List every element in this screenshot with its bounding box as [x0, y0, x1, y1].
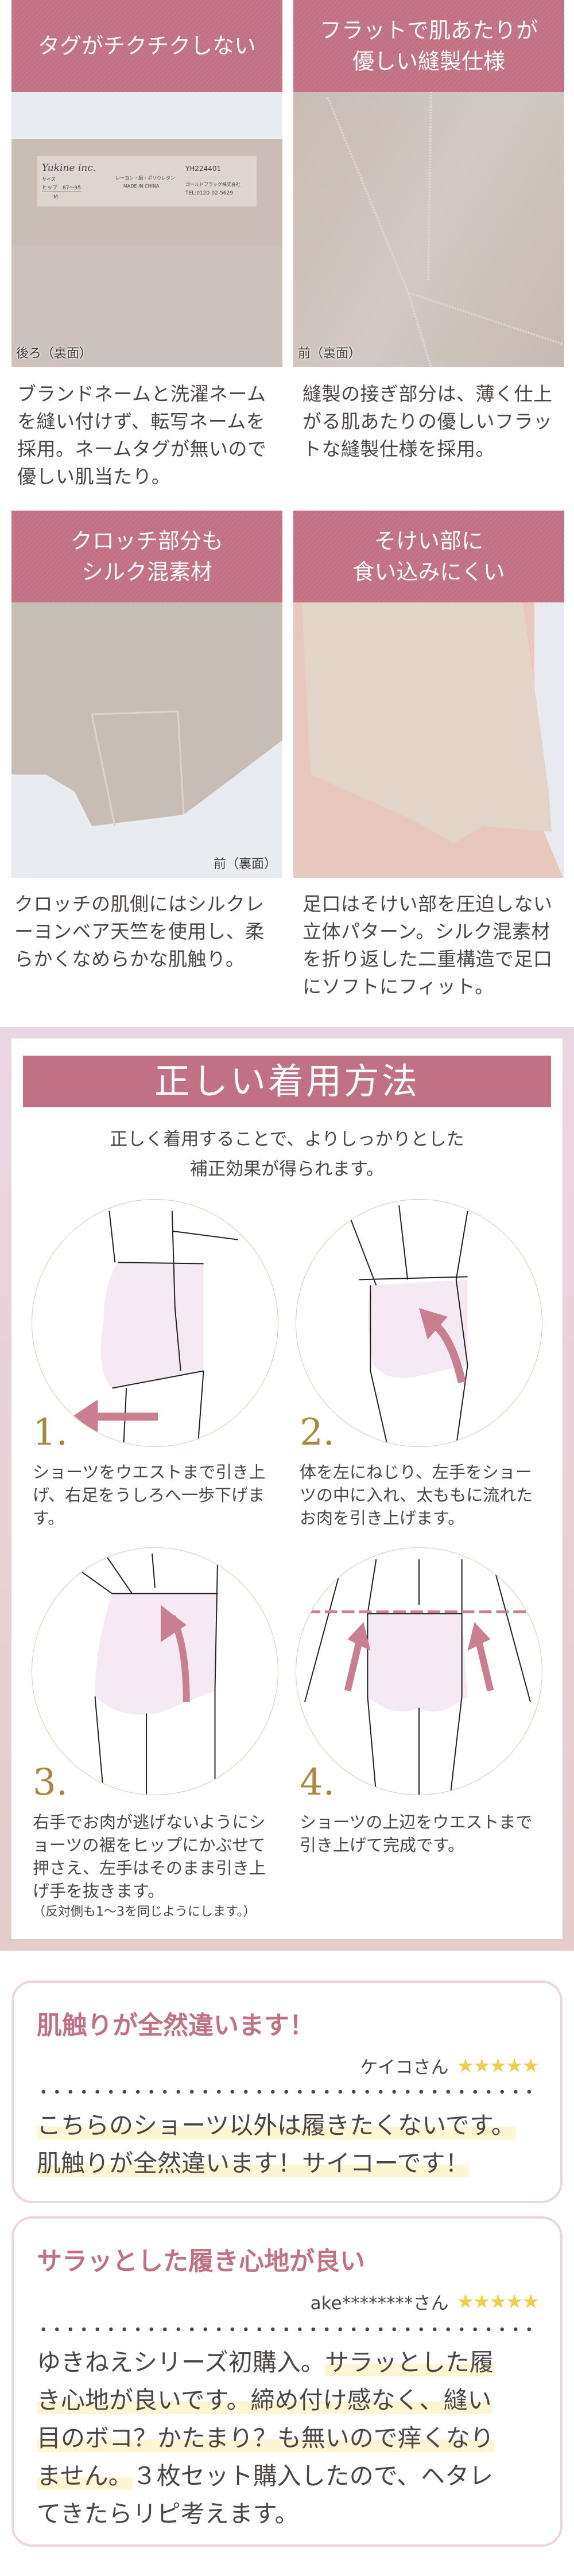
photo-label: 前（裏面）: [298, 347, 362, 361]
step-text: ショーツをウエストまで引き上げ、右足をうしろへ一歩下げます。: [33, 1462, 266, 1528]
review-text: ゆきねえシリーズ初購入。: [37, 2348, 325, 2376]
care-label: Yukine inc. サイズ ヒップ 87〜95 M レーヨン・絹・ポリウレタ…: [37, 156, 257, 207]
step-4-illustration: [296, 1547, 542, 1795]
review-line: ません。３枚セット購入したので、ヘタレ: [37, 2457, 542, 2495]
dotted-divider: [37, 2327, 538, 2332]
review-card: サラッとした履き心地が良い ake********さん ★★★★★ ゆきねえシリー…: [11, 2216, 563, 2547]
model-shape: [293, 602, 563, 878]
feature-caption: 足口はそけい部を圧迫しない立体パターン。シルク混素材を折り返した二重構造で足口に…: [302, 893, 553, 998]
step-2-illustration: [296, 1199, 542, 1447]
feature-header-flat-seam: フラットで肌あたりが 優しい縫製仕様: [293, 0, 564, 92]
highlighted-text: 目のボコ？かたまり？も無いので痒くなり: [37, 2424, 494, 2452]
feature-header-groin: そけい部に 食い込みにくい: [293, 511, 564, 602]
highlighted-text: き心地が良いです。締め付け感なく、縫い: [37, 2386, 492, 2414]
step-number: 1.: [33, 1411, 68, 1454]
howto-subtitle: 正しく着用することで、よりしっかりとした 補正効果が得られます。: [110, 1129, 464, 1180]
garment-shape: [11, 602, 282, 827]
review-line: ゆきねえシリーズ初購入。サラッとした履: [37, 2344, 542, 2382]
step-text-main: 右手でお肉が逃げないようにショーツの裾をヒップにかぶせて押さえ、左手はそのまま引…: [33, 1812, 266, 1901]
care-size-hip: ヒップ 87〜95: [42, 185, 81, 192]
howto-section: 正しい着用方法 正しく着用することで、よりしっかりとした 補正効果が得られます。…: [0, 1027, 574, 1951]
step-number: 3.: [33, 1761, 68, 1804]
feature-photo-tag: Yukine inc. サイズ ヒップ 87〜95 M レーヨン・絹・ポリウレタ…: [11, 92, 282, 367]
feature-caption: ブランドネームと洗濯ネームを縫い付けず、転写ネームを採用。ネームタグが無いので優…: [17, 383, 267, 488]
review-line: こちらのショーツ以外は履きたくないです。: [37, 2107, 542, 2145]
care-label-right: YH224401 ゴールドフラッグ株式会社 TEL:0120-02-5629: [185, 162, 249, 197]
star-rating-icon: ★★★★★: [456, 2054, 540, 2077]
feature-title: タグがチクチクしない: [37, 33, 256, 59]
step-text: 右手でお肉が逃げないようにショーツの裾をヒップにかぶせて押さえ、左手はそのまま引…: [33, 1811, 277, 1922]
step-1-illustration: [32, 1199, 278, 1447]
review-meta: ケイコさん ★★★★★: [360, 2053, 540, 2079]
feature-title: フラットで肌あたりが 優しい縫製仕様: [319, 18, 538, 74]
review-line: 目のボコ？かたまり？も無いので痒くなり: [37, 2419, 542, 2457]
reviewer-name: ケイコさん: [360, 2057, 449, 2078]
feature-title: クロッチ部分も シルク混素材: [70, 528, 223, 585]
care-size: M: [53, 194, 58, 200]
review-text: てきたらリピ考えます。: [37, 2500, 299, 2528]
feature-photo-seam: 前（裏面）: [293, 92, 564, 367]
highlighted-text: 肌触りが全然違います！サイコーです！: [37, 2149, 470, 2177]
step-text: 体を左にねじり、左手をショーツの中に入れ、太ももに流れたお肉を引き上げます。: [300, 1462, 533, 1528]
review-line: 肌触りが全然違います！サイコーです！: [37, 2145, 542, 2182]
howto-title: 正しい着用方法: [23, 1056, 551, 1107]
care-material: レーヨン・絹・ポリウレタン: [115, 176, 175, 181]
review-line: き心地が良いです。締め付け感なく、縫い: [37, 2382, 542, 2419]
review-body: ゆきねえシリーズ初購入。サラッとした履き心地が良いです。締め付け感なく、縫い目の…: [37, 2344, 542, 2533]
feature-title: そけい部に 食い込みにくい: [352, 528, 505, 585]
star-rating-icon: ★★★★★: [456, 2290, 540, 2313]
feature-photo-crotch: 前（裏面）: [11, 602, 282, 878]
care-label-left: Yukine inc. サイズ ヒップ 87〜95 M: [42, 162, 110, 201]
review-title: サラッとした履き心地が良い: [37, 2247, 365, 2276]
review-card: 肌触りが全然違います！ ケイコさん ★★★★★ こちらのショーツ以外は履きたくない…: [11, 1980, 563, 2203]
photo-label: 前（裏面）: [213, 857, 277, 871]
highlighted-text: こちらのショーツ以外は履きたくないです。: [37, 2111, 515, 2139]
feature-caption: 縫製の接ぎ部分は、薄く仕上がる肌あたりの優しいフラットな縫製仕様を採用。: [302, 383, 553, 460]
feature-header-crotch: クロッチ部分も シルク混素材: [11, 511, 282, 602]
reviewer-name: ake********さん: [310, 2293, 449, 2314]
review-text: ３枚セット購入したので、ヘタレ: [132, 2462, 494, 2490]
care-tel: TEL:0120-02-5629: [185, 190, 233, 196]
highlighted-text: サラッとした履: [324, 2348, 494, 2376]
care-label-middle: レーヨン・絹・ポリウレタン MADE IN CHINA: [115, 162, 180, 190]
step-text: ショーツの上辺をウエストまで引き上げて完成です。: [300, 1812, 533, 1855]
highlighted-text: ません。: [37, 2462, 133, 2490]
care-size-label: サイズ: [42, 176, 56, 182]
review-body: こちらのショーツ以外は履きたくないです。肌触りが全然違います！サイコーです！: [37, 2107, 542, 2182]
review-meta: ake********さん ★★★★★: [310, 2289, 540, 2314]
feature-header-tag: タグがチクチクしない: [11, 0, 282, 92]
step-number: 2.: [300, 1411, 335, 1454]
feature-photo-model: [293, 602, 564, 878]
care-origin: MADE IN CHINA: [123, 183, 160, 189]
dotted-divider: [37, 2089, 538, 2094]
review-line: てきたらリピ考えます。: [37, 2495, 542, 2533]
care-brand: Yukine inc.: [42, 162, 96, 174]
seam-lines: [327, 92, 564, 367]
step-number: 4.: [300, 1761, 335, 1804]
care-company: ゴールドフラッグ株式会社: [185, 182, 241, 188]
step-note: （反対側も1〜3を同じようにします。）: [33, 1905, 256, 1919]
step-3-illustration: [32, 1547, 278, 1795]
feature-caption: クロッチの肌側にはシルクレーヨンベア天竺を使用し、柔らかくなめらかな肌触り。: [14, 893, 265, 970]
photo-label: 後ろ（裏面）: [16, 347, 92, 361]
care-code: YH224401: [185, 165, 222, 173]
review-title: 肌触りが全然違います！: [37, 2011, 315, 2040]
